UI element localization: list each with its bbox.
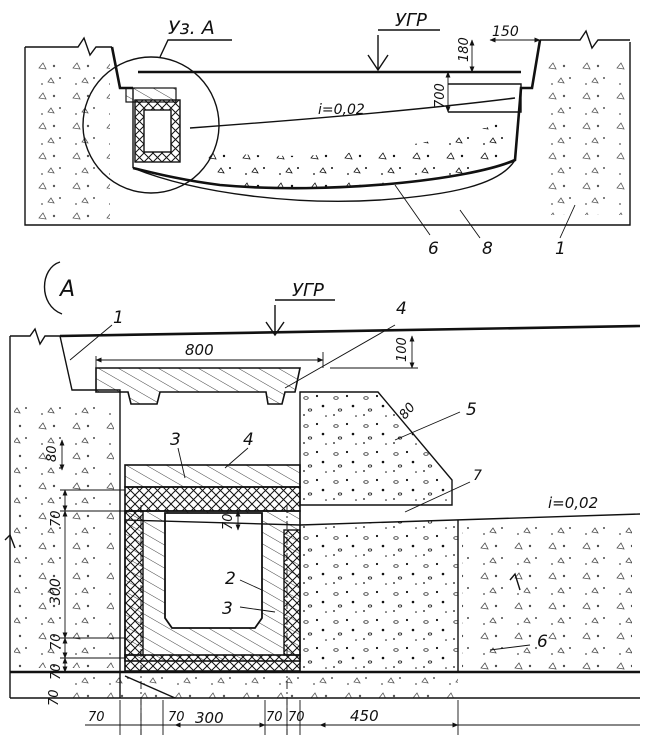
dim-70-b: 70 (49, 633, 64, 650)
top-ugr-label: УГР (395, 10, 427, 31)
section-ugr-label: УГР (292, 280, 324, 301)
callout-2: 2 (225, 569, 236, 589)
top-dim-150: 150 (492, 24, 519, 40)
bottom-dim-4: 70 (266, 710, 283, 725)
bottom-dim-6: 450 (350, 707, 379, 725)
top-callout-1: 1 (555, 239, 566, 259)
bottom-dim-3: 300 (195, 709, 224, 727)
callout-3-low: 3 (222, 599, 233, 619)
callout-7: 7 (473, 468, 482, 484)
top-dim-180: 180 (457, 37, 472, 62)
top-callout-8: 8 (482, 239, 493, 259)
bottom-dim-2: 70 (168, 710, 185, 725)
section-title: А (58, 277, 75, 302)
dim-300-vertical: 300 (48, 578, 64, 605)
top-callout-6: 6 (428, 239, 439, 259)
section-a: А УГР 800 100 80 80 (4, 261, 641, 735)
section-slope-label: i=0,02 (548, 494, 598, 512)
callout-1: 1 (113, 308, 124, 328)
dim-70-c: 70 (49, 663, 64, 680)
callout-5: 5 (466, 400, 477, 420)
callout-4-mid: 4 (243, 430, 254, 450)
top-view: Уз. А УГР 150 180 700 i=0,02 6 8 1 (24, 10, 631, 259)
dim-800: 800 (185, 341, 214, 359)
dim-100: 100 (395, 337, 410, 362)
node-label: Уз. А (168, 17, 215, 39)
callout-4-top: 4 (396, 299, 407, 319)
bottom-dim-1: 70 (88, 710, 105, 725)
dim-70-d: 70 (47, 689, 62, 706)
callout-6: 6 (537, 632, 548, 652)
dim-70-inner: 70 (221, 513, 236, 530)
top-slope-label: i=0,02 (318, 102, 365, 118)
dim-70-a: 70 (49, 510, 64, 527)
bottom-dim-5: 70 (288, 710, 305, 725)
callout-3-top: 3 (170, 430, 181, 450)
top-dim-700: 700 (433, 83, 448, 108)
